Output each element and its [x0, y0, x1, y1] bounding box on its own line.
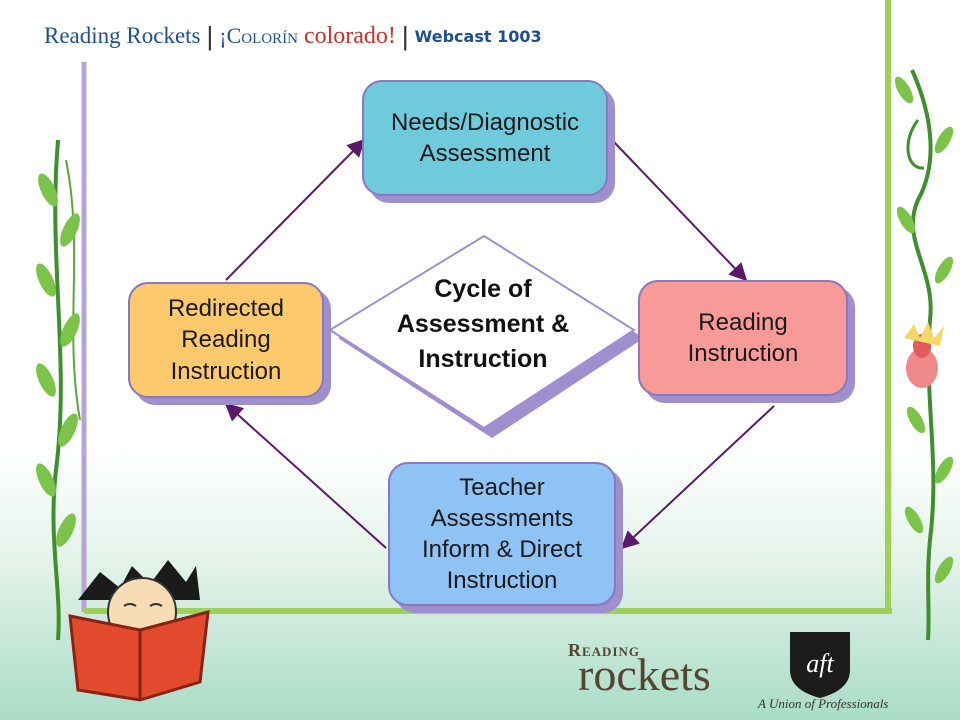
header-separator-2: | [401, 20, 409, 51]
aft-logo-text: aft [806, 649, 834, 678]
colorin-title: ¡Colorín [219, 23, 298, 48]
reading-boy-mascot [68, 560, 210, 702]
arrow-needs-to-reading [613, 141, 748, 282]
reading-rockets-logo: Reading rockets [568, 640, 711, 700]
node-redirected-reading-instruction: Redirected Reading Instruction [128, 282, 324, 398]
flower-decoration [904, 322, 944, 388]
rr-logo-top: Reading [568, 640, 641, 660]
webcast-header: Reading Rockets | ¡Colorín colorado! | W… [44, 20, 542, 52]
center-diamond [328, 234, 644, 438]
node-needs-diagnostic-assessment: Needs/Diagnostic Assessment [362, 80, 608, 196]
arrow-reading-to-teacher [620, 405, 775, 550]
header-separator: | [206, 20, 214, 51]
node-teacher-assessments: Teacher Assessments Inform & Direct Inst… [388, 462, 616, 606]
reading-rockets-title: Reading Rockets [44, 23, 201, 48]
right-vine-decoration [894, 69, 954, 641]
webcast-number: Webcast 1003 [414, 26, 542, 46]
aft-shield-icon: aft [790, 632, 850, 698]
aft-tagline: A Union of Professionals [758, 696, 889, 711]
center-cycle-label: Cycle of Assessment & Instruction [396, 275, 570, 373]
node-reading-instruction: Reading Instruction [638, 280, 848, 396]
rr-logo-bottom: rockets [578, 649, 711, 700]
left-vine-decoration [36, 139, 81, 641]
colorado-title: colorado! [303, 22, 396, 49]
arrow-teacher-to-redirected [224, 402, 387, 549]
arrow-redirected-to-needs [225, 138, 366, 281]
